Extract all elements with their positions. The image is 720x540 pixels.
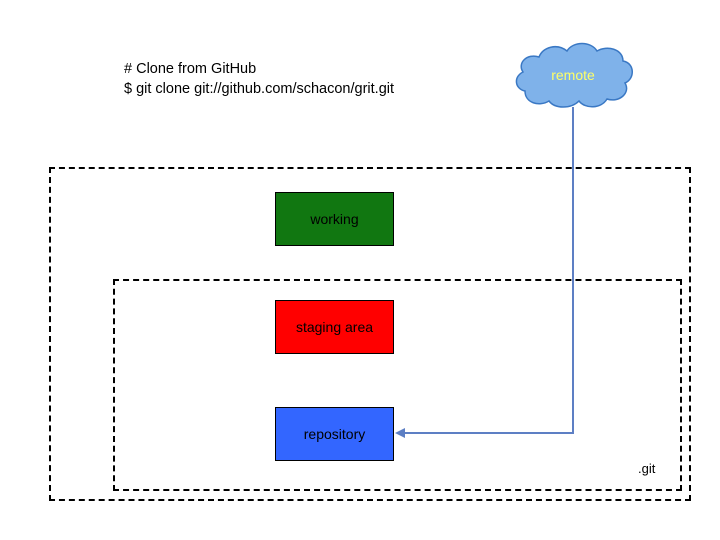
working-label: working xyxy=(310,211,359,227)
working-directory-boundary xyxy=(49,167,691,501)
clone-command: $ git clone git://github.com/schacon/gri… xyxy=(124,81,395,97)
code-comment: # Clone from GitHub xyxy=(124,61,257,77)
working-node: working xyxy=(275,192,394,246)
git-directory-boundary xyxy=(113,279,682,491)
staging-area-node: staging area xyxy=(275,300,394,354)
repository-node: repository xyxy=(275,407,394,461)
staging-area-label: staging area xyxy=(295,319,374,335)
remote-node: remote xyxy=(511,39,635,111)
code-block: # Clone from GitHub $ git clone git://gi… xyxy=(124,59,394,99)
remote-label: remote xyxy=(551,67,595,83)
cloud-icon xyxy=(515,42,633,108)
git-directory-label: .git xyxy=(638,461,656,476)
repository-label: repository xyxy=(303,426,366,442)
